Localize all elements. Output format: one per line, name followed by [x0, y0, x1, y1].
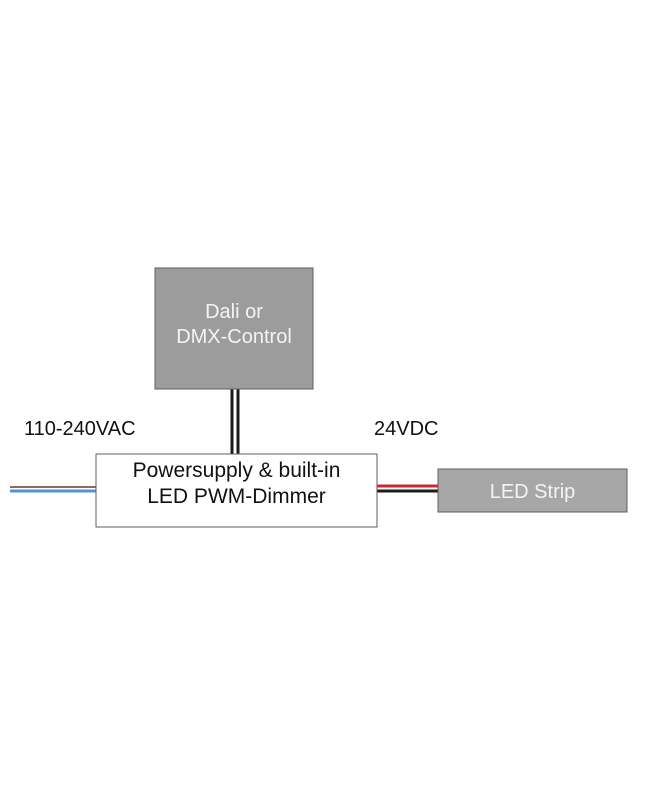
control-box-line-1: Dali or	[205, 301, 263, 323]
dimmer-box	[95, 453, 378, 528]
output-voltage-label: 24VDC	[374, 418, 439, 440]
dimmer-box-line-1: Powersupply & built-in	[132, 459, 341, 482]
dimmer-box-line-2: LED PWM-Dimmer	[147, 485, 326, 509]
led-strip-label: LED Strip	[489, 481, 576, 503]
control-box	[154, 267, 314, 390]
dimmer-box-label: Powersupply & built-in LED PWM-Dimmer	[96, 458, 377, 511]
led-strip-box	[437, 468, 628, 513]
control-box-line-2: DMX-Control	[176, 326, 292, 348]
input-voltage-label: 110-240VAC	[24, 418, 136, 440]
control-box-label: Dali or DMX-Control	[155, 300, 313, 350]
